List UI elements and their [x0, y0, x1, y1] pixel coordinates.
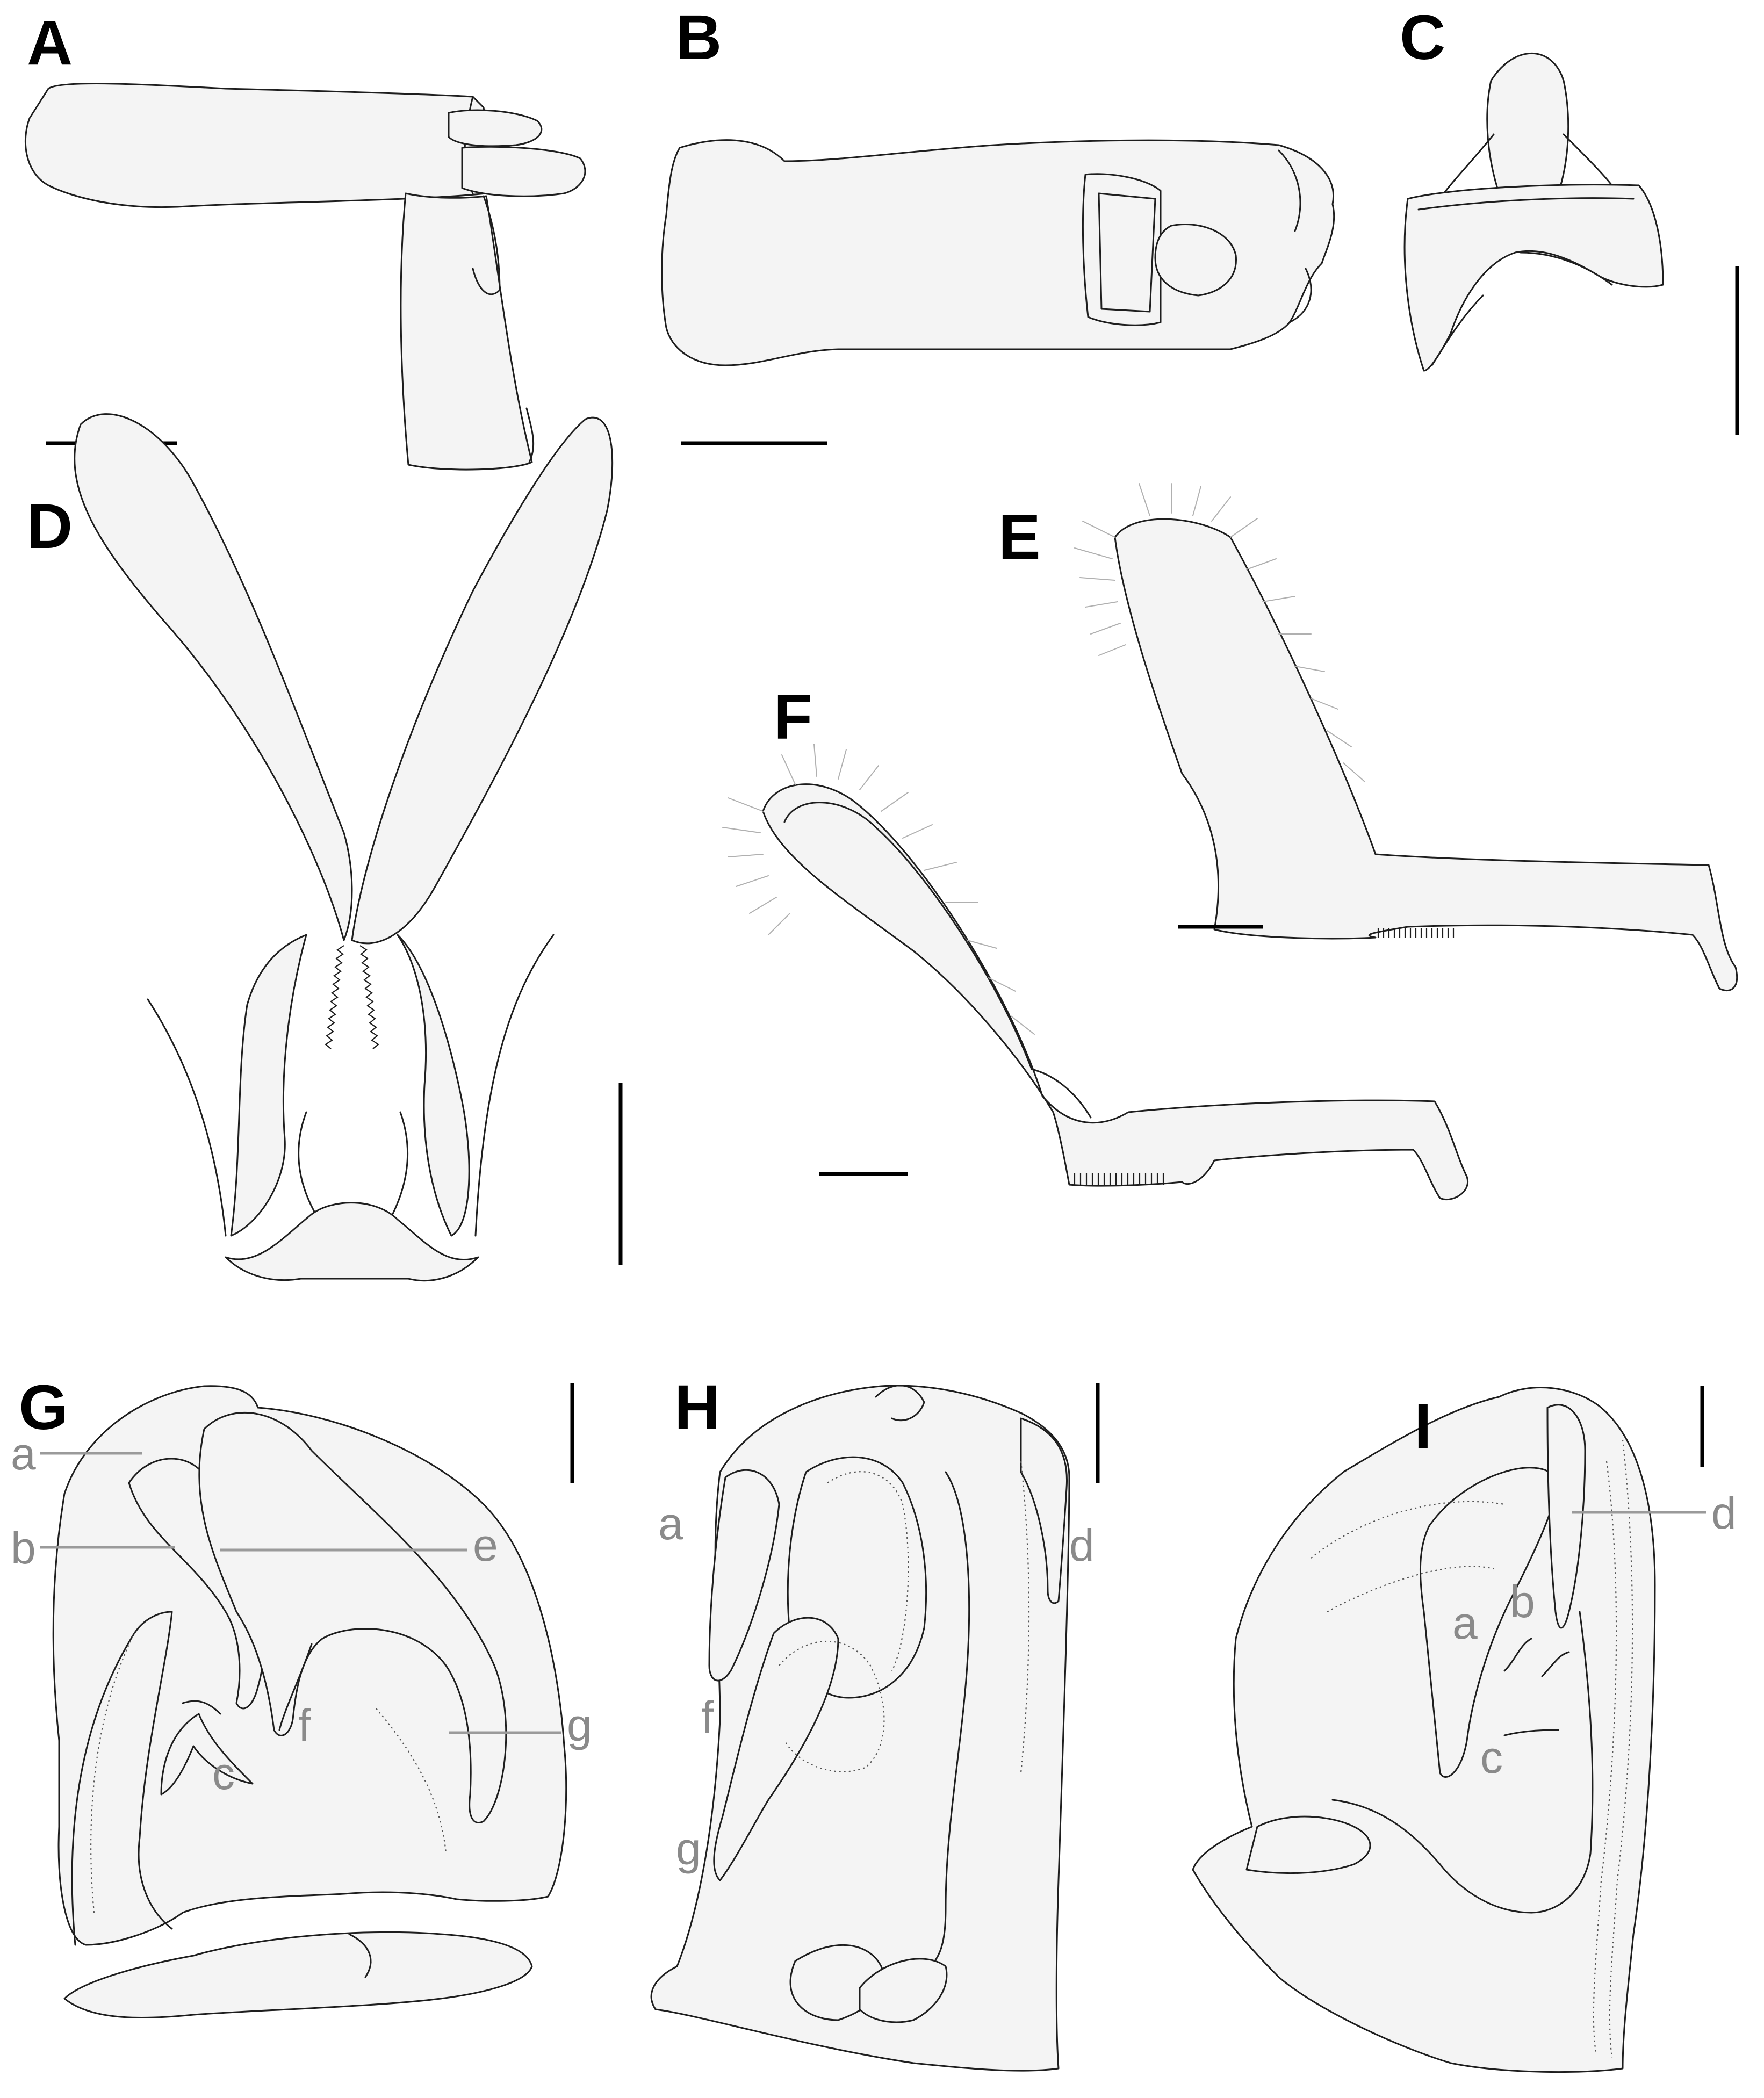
- panel-a-label: A: [27, 8, 73, 78]
- panel-g-label: G: [19, 1372, 68, 1443]
- structure-label-i-a: a: [1452, 1598, 1478, 1648]
- panel-d-label: D: [27, 491, 73, 562]
- panel-i-label: I: [1414, 1391, 1432, 1462]
- structure-label-g-g: g: [567, 1700, 592, 1750]
- panel-e-label: E: [998, 502, 1041, 573]
- structure-label-h-g: g: [676, 1823, 701, 1874]
- structure-label-h-a: a: [658, 1498, 683, 1549]
- structure-label-h-f: f: [701, 1692, 714, 1742]
- panel-f-drawing: [722, 744, 1469, 1201]
- panel-b-drawing: [661, 139, 1335, 366]
- panel-c-drawing: [1403, 52, 1664, 372]
- structure-label-g-e: e: [473, 1520, 498, 1570]
- panel-g-drawing: [52, 1385, 567, 2019]
- panel-h-label: H: [674, 1372, 720, 1443]
- structure-label-i-d: d: [1711, 1488, 1737, 1538]
- panel-c-label: C: [1400, 2, 1445, 73]
- structure-label-g-f: f: [298, 1700, 311, 1750]
- structure-label-g-c: c: [212, 1748, 235, 1799]
- structure-label-g-b: b: [11, 1523, 36, 1573]
- structure-label-h-d: d: [1069, 1520, 1095, 1570]
- structure-label-i-b: b: [1510, 1576, 1535, 1627]
- structure-label-g-a: a: [11, 1429, 36, 1479]
- panel-f-label: F: [774, 682, 812, 753]
- panel-e-drawing: [1074, 483, 1738, 992]
- panel-d-drawing: [74, 413, 614, 1282]
- panel-h-drawing: [650, 1385, 1070, 2072]
- panel-i-drawing: [1192, 1387, 1656, 2073]
- structure-label-i-c: c: [1480, 1732, 1503, 1783]
- panel-a-drawing: [24, 83, 586, 471]
- panel-b-label: B: [676, 2, 722, 73]
